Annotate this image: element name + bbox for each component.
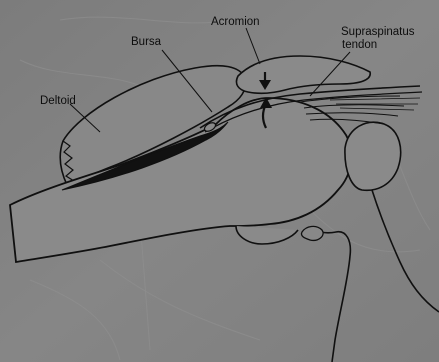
- label-deltoid: Deltoid: [40, 95, 76, 108]
- label-supraspinatus: Supraspinatus: [341, 26, 415, 39]
- label-bursa: Bursa: [131, 36, 161, 49]
- coracoid-process: [301, 226, 323, 240]
- label-acromion: Acromion: [211, 16, 260, 29]
- label-tendon: tendon: [342, 39, 377, 52]
